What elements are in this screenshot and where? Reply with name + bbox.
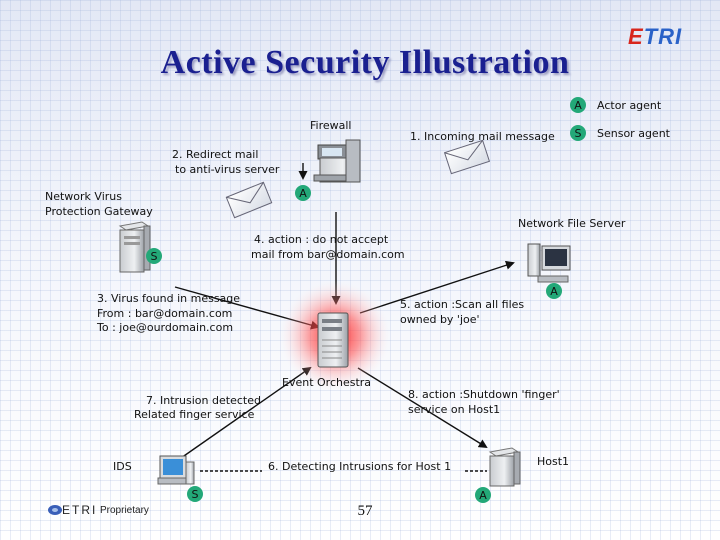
mail-envelope-icon-redirect	[225, 181, 273, 219]
host1-label: Host1	[537, 455, 570, 468]
step-7-label-line1: 7. Intrusion detected	[146, 394, 261, 407]
arrow-orchestra-to-host1	[357, 367, 488, 449]
legend-sensor-badge: S	[570, 125, 586, 141]
gateway-sensor-badge: S	[146, 248, 162, 264]
gateway-label-line1: Network Virus	[45, 190, 122, 203]
step-8-label-line2: service on Host1	[408, 403, 501, 416]
nfs-actor-badge: A	[546, 283, 562, 299]
mail-envelope-icon-incoming	[443, 139, 491, 175]
orchestra-server-icon	[317, 312, 349, 368]
arrow-orchestra-to-nfs	[359, 260, 515, 314]
nfs-label: Network File Server	[518, 217, 626, 230]
step-7-label-line2: Related finger service	[134, 408, 255, 421]
etri-logo: ETRI	[628, 24, 682, 50]
ids-computer-icon	[157, 455, 195, 485]
svg-text:A: A	[574, 99, 582, 112]
footer-org: ETRI	[62, 503, 98, 517]
svg-text:S: S	[575, 127, 582, 140]
logo-letter-e: E	[628, 24, 644, 49]
firewall-server-icon	[313, 139, 361, 183]
logo-letters-ri: RI	[658, 24, 683, 49]
step-6-label: 6. Detecting Intrusions for Host 1	[268, 460, 452, 473]
page-title: Active Security Illustration	[160, 44, 570, 81]
ids-label: IDS	[113, 460, 132, 473]
svg-text:S: S	[151, 250, 158, 263]
orchestra-label: Event Orchestra	[282, 376, 372, 389]
step-5-label-line1: 5. action :Scan all files	[400, 298, 525, 311]
footer-proprietary: Proprietary	[100, 505, 149, 516]
firewall-label: Firewall	[310, 119, 352, 132]
step-5-label-line2: owned by 'joe'	[400, 313, 480, 326]
logo-letter-t: T	[643, 24, 659, 49]
arrow-ids-to-orchestra	[180, 366, 312, 459]
nfs-computer-icon	[527, 243, 571, 283]
step-1-label: 1. Incoming mail message	[410, 130, 555, 143]
legend-sensor-label: Sensor agent	[597, 127, 670, 140]
step-3-label-line3: To : joe@ourdomain.com	[97, 321, 234, 334]
gateway-server-icon	[118, 221, 151, 273]
step-8-label-line1: 8. action :Shutdown 'finger'	[408, 388, 560, 401]
footer-logo-icon	[48, 505, 62, 515]
legend-actor-badge: A	[570, 97, 586, 113]
legend-actor-label: Actor agent	[597, 99, 662, 112]
gateway-label-line2: Protection Gateway	[45, 205, 153, 218]
step-2-label-line2: to anti-virus server	[175, 163, 280, 176]
host1-actor-badge: A	[475, 487, 491, 503]
step-4-label-line1: 4. action : do not accept	[254, 233, 389, 246]
firewall-actor-badge: A	[295, 185, 311, 201]
svg-text:A: A	[479, 489, 487, 502]
svg-text:A: A	[299, 187, 307, 200]
step-3-label-line1: 3. Virus found in message	[97, 292, 241, 305]
page-number: 57	[357, 503, 373, 519]
svg-text:A: A	[550, 285, 558, 298]
step-2-label-line1: 2. Redirect mail	[172, 148, 259, 161]
ids-sensor-badge: S	[187, 486, 203, 502]
host1-server-icon	[488, 447, 521, 487]
step-3-label-line2: From : bar@domain.com	[97, 307, 233, 320]
svg-text:S: S	[192, 488, 199, 501]
step-4-label-line2: mail from bar@domain.com	[251, 248, 405, 261]
